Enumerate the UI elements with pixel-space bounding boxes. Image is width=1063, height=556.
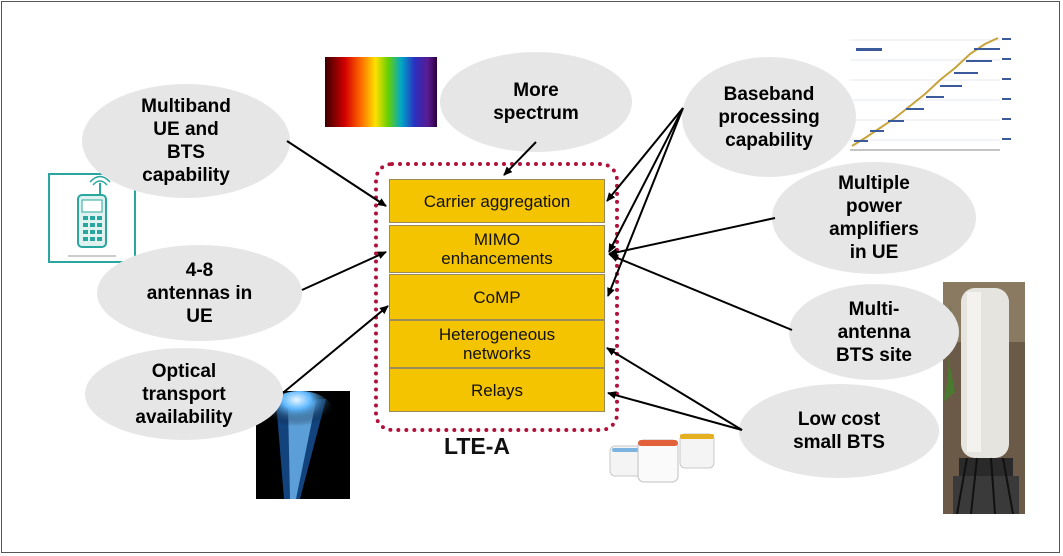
ellipse-small-bts: Low cost small BTS: [739, 384, 939, 478]
multiband-label: Multiband UE and BTS capability: [141, 96, 231, 186]
arrow-baseband-to-mimo: [608, 107, 684, 253]
processing-growth-chart-image: [840, 30, 1012, 160]
optical-fiber-image: [256, 391, 350, 499]
antennas-ue-label: 4-8 antennas in UE: [146, 259, 253, 327]
baseband-label: Baseband processing capability: [718, 83, 820, 151]
spectrum-label: More spectrum: [493, 80, 579, 124]
spectrum-image: [325, 57, 437, 127]
arrow-antennas-to-mimo: [301, 251, 387, 291]
multi-antenna-bts-label: Multi- antenna BTS site: [835, 298, 913, 366]
lte-a-boundary: [374, 162, 619, 432]
ellipse-baseband: Baseband processing capability: [682, 57, 856, 177]
phone-icon: [48, 173, 136, 263]
small-bts-label: Low cost small BTS: [793, 409, 885, 453]
ellipse-multiband: Multiband UE and BTS capability: [82, 84, 290, 198]
feature-relays: Relays: [389, 368, 605, 412]
feature-heterogeneous-networks: Heterogeneous networks: [389, 320, 605, 368]
arrow-small-bts-to-relays: [607, 391, 743, 431]
feature-carrier-aggregation: Carrier aggregation: [389, 179, 605, 223]
feature-comp: CoMP: [389, 274, 605, 320]
arrow-power-amps-to-mimo: [608, 217, 776, 257]
arrow-baseband-to-comp: [607, 107, 684, 297]
arrow-spectrum-to-box: [503, 141, 537, 176]
small-bts-image: [608, 428, 720, 486]
arrow-baseband-to-carrier: [606, 107, 684, 202]
ellipse-spectrum: More spectrum: [440, 52, 632, 152]
ellipse-antennas-ue: 4-8 antennas in UE: [97, 245, 302, 341]
ellipse-power-amplifiers: Multiple power amplifiers in UE: [772, 162, 976, 274]
arrow-multiband-to-carrier: [286, 140, 387, 207]
feature-mimo-enhancements: MIMO enhancements: [389, 225, 605, 273]
arrow-multi-antenna-to-mimo: [609, 254, 793, 331]
arrow-optical-to-mimo: [283, 305, 389, 393]
bts-site-photo: [943, 282, 1025, 514]
arrow-small-bts-to-hetnet: [606, 347, 743, 431]
ellipse-multi-antenna-bts: Multi- antenna BTS site: [789, 284, 959, 380]
ellipse-optical-transport: Optical transport availability: [85, 348, 283, 440]
optical-transport-label: Optical transport availability: [135, 360, 233, 428]
power-amplifiers-label: Multiple power amplifiers in UE: [829, 173, 919, 263]
lte-a-label: LTE-A: [444, 433, 511, 459]
